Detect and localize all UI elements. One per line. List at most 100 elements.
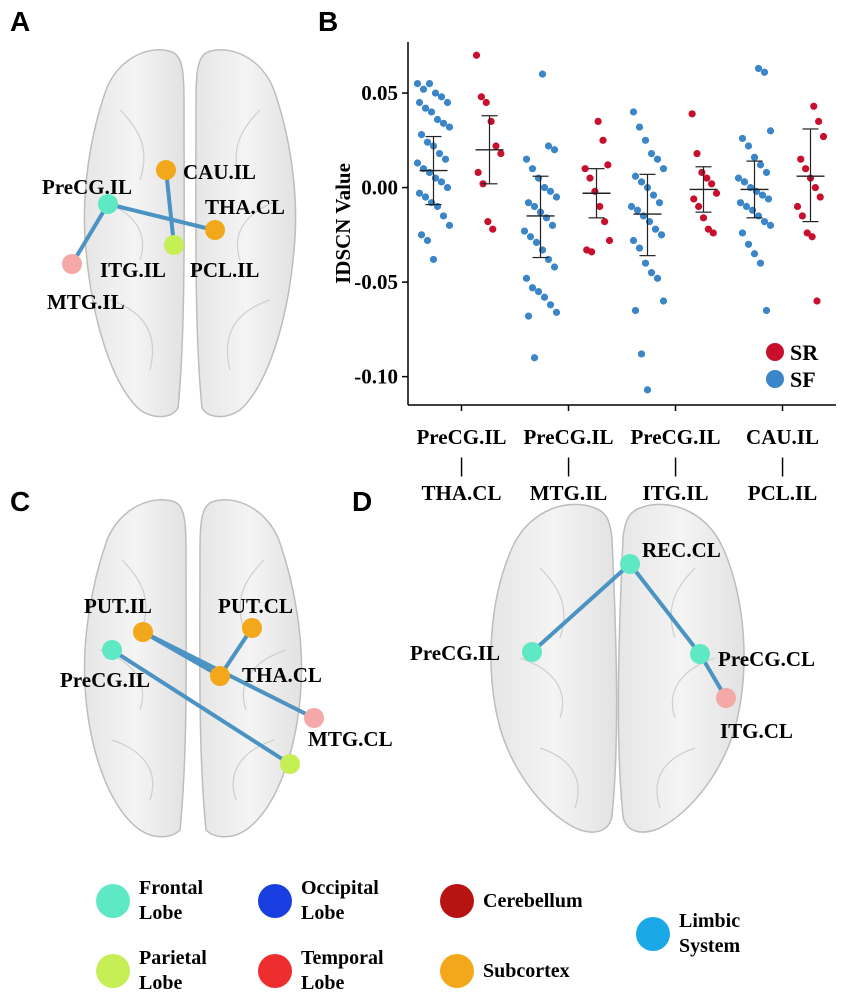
point-sf	[544, 255, 553, 264]
point-sf	[635, 123, 644, 131]
point-sf	[530, 354, 539, 362]
y-tick-label: -0.10	[354, 365, 398, 389]
x-tick-label-bottom: THA.CL	[422, 481, 502, 505]
point-sf	[734, 174, 743, 182]
label-mtg-il: MTG.IL	[47, 290, 125, 314]
point-sf	[550, 263, 559, 271]
point-sr	[492, 142, 500, 150]
legend-occipital-label: Occipital Lobe	[301, 877, 379, 924]
panel-c-nodes	[102, 618, 324, 774]
point-sf	[651, 225, 660, 233]
label-precg-il-d: PreCG.IL	[410, 641, 501, 665]
point-sr	[699, 214, 708, 222]
point-sf	[427, 108, 436, 116]
point-sf	[641, 259, 650, 267]
legend-sr-label: SR	[790, 340, 819, 365]
panel-a-edges	[70, 169, 215, 266]
point-sf	[425, 79, 434, 88]
point-sr	[599, 136, 607, 144]
point-sr	[594, 117, 602, 126]
point-sf	[641, 136, 650, 144]
x-tick-label-top: CAU.IL	[746, 425, 819, 449]
point-sf	[538, 70, 547, 78]
legend-subcortex: Subcortex	[440, 954, 570, 988]
point-sf	[429, 255, 438, 264]
point-sf	[635, 244, 644, 252]
point-sf	[738, 134, 747, 143]
label-cau-il: CAU.IL	[183, 160, 256, 184]
node-tha-cl	[205, 220, 225, 240]
point-sf	[445, 221, 454, 229]
point-sr	[816, 193, 824, 201]
point-sf	[762, 168, 771, 177]
point-sf	[540, 183, 549, 192]
legend-frontal-label: Frontal Lobe	[139, 877, 204, 924]
point-sr	[581, 165, 589, 173]
panel-c-brain	[83, 499, 324, 838]
point-sf	[754, 64, 763, 73]
point-sf	[738, 229, 747, 237]
legend-cerebellum-label: Cerebellum	[483, 889, 583, 912]
node-mtg-cl	[304, 708, 324, 728]
point-sf	[532, 238, 541, 247]
point-sr	[708, 180, 716, 188]
x-tick-label-bottom: PCL.IL	[748, 481, 817, 505]
point-sf	[441, 155, 450, 163]
point-sf	[421, 193, 430, 201]
label-tha-cl-c: THA.CL	[242, 663, 322, 687]
point-sr	[813, 297, 821, 305]
point-sf	[419, 85, 428, 93]
label-precg-cl-d: PreCG.CL	[718, 647, 816, 671]
point-sr	[819, 132, 828, 141]
point-sf	[417, 131, 426, 139]
point-sf	[524, 199, 533, 207]
point-sr	[484, 218, 492, 226]
point-sf	[520, 227, 529, 235]
point-sf	[423, 236, 432, 245]
point-sf	[631, 306, 640, 315]
point-sf	[629, 236, 638, 245]
point-sf	[417, 231, 426, 239]
node-parietal	[280, 754, 300, 774]
point-sf	[657, 231, 666, 239]
point-sf	[443, 98, 452, 107]
point-sf	[627, 202, 636, 211]
point-sf	[528, 165, 537, 173]
panel-b-letter: B	[318, 6, 339, 37]
point-sf	[637, 350, 646, 358]
legend-cerebellum-swatch	[440, 884, 474, 918]
point-sf	[649, 191, 658, 199]
point-sf	[534, 287, 543, 296]
node-pcl-il	[164, 235, 184, 255]
point-sr	[802, 165, 810, 173]
chart-axes	[402, 42, 836, 411]
point-sf	[431, 89, 440, 97]
node-itg-cl	[716, 688, 736, 708]
point-sf	[762, 306, 771, 315]
legend-subcortex-swatch	[440, 954, 474, 988]
point-sf	[740, 178, 749, 186]
point-sr	[709, 229, 717, 237]
point-sf	[415, 98, 424, 107]
point-sr	[815, 117, 823, 126]
point-sf	[528, 284, 537, 292]
y-tick-label: -0.05	[354, 270, 398, 294]
point-sf	[760, 68, 769, 76]
point-sf	[756, 259, 765, 267]
x-tick-label-bottom: MTG.IL	[530, 481, 608, 505]
legend-occipital-swatch	[258, 884, 292, 918]
point-sr	[808, 233, 816, 241]
label-rec-cl: REC.CL	[642, 538, 721, 562]
panel-a-brain	[62, 49, 297, 418]
point-sf	[760, 218, 769, 226]
point-sf	[653, 274, 662, 282]
point-sf	[758, 191, 767, 199]
point-sf	[443, 183, 452, 192]
chart-error-bars	[419, 115, 825, 259]
point-sf	[750, 250, 759, 258]
point-sf	[744, 240, 753, 248]
legend-sf-label: SF	[790, 367, 816, 392]
